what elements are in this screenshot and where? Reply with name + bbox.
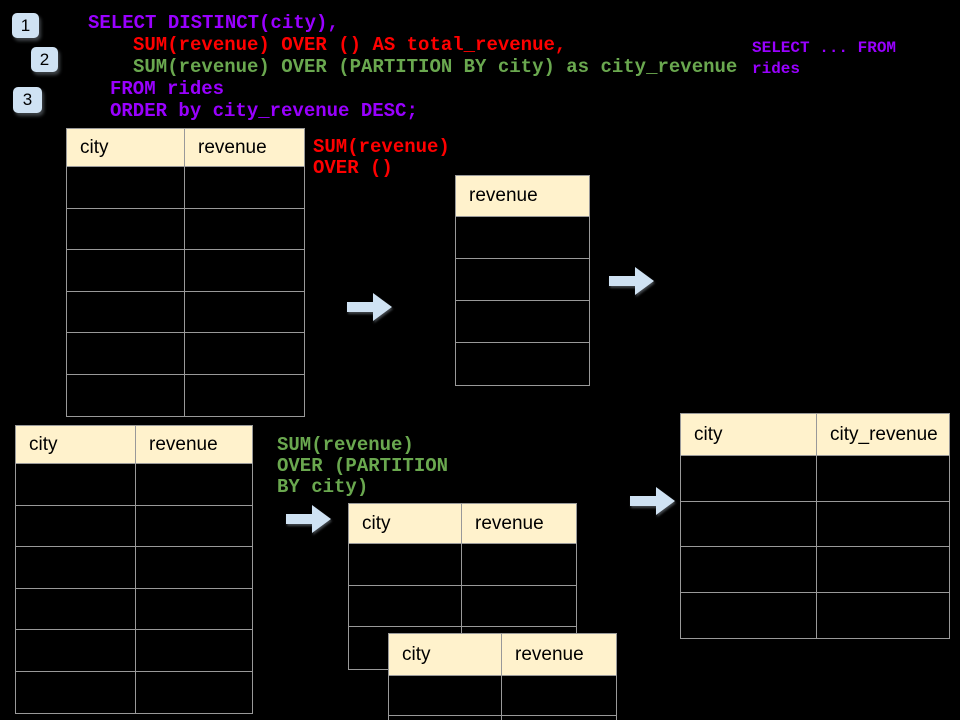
column-header: city	[67, 129, 185, 167]
empty-cell	[681, 501, 817, 547]
empty-cell	[16, 588, 136, 630]
step-badge-2: 2	[31, 47, 58, 72]
empty-cell	[681, 547, 817, 593]
column-header: city	[349, 504, 462, 544]
code-line-city-revenue: SUM(revenue) OVER (PARTITION BY city) as…	[133, 56, 738, 78]
empty-cell	[16, 671, 136, 713]
column-header: revenue	[502, 634, 616, 676]
empty-cell	[185, 333, 304, 375]
empty-cell	[136, 547, 252, 589]
empty-cell	[16, 630, 136, 672]
column-header: city	[681, 414, 817, 456]
empty-cell	[136, 630, 252, 672]
empty-cell	[681, 456, 817, 502]
empty-cell	[817, 593, 949, 639]
step-badge-3: 3	[13, 87, 42, 113]
empty-cell	[462, 586, 576, 627]
empty-cell	[185, 250, 304, 292]
annotation-line: BY city)	[277, 476, 369, 498]
column-header: revenue	[185, 129, 304, 167]
column-header: city	[389, 634, 502, 676]
empty-cell	[67, 208, 185, 250]
empty-cell	[817, 456, 949, 502]
arrow-right-icon	[347, 293, 392, 326]
column-header: city	[16, 426, 136, 464]
column-header: city_revenue	[817, 414, 949, 456]
empty-cell	[185, 292, 304, 333]
empty-cell	[136, 464, 252, 506]
annotation-line: OVER ()	[313, 157, 393, 179]
empty-cell	[67, 333, 185, 375]
column-header: revenue	[136, 426, 252, 464]
empty-cell	[16, 505, 136, 547]
empty-cell	[389, 676, 502, 716]
column-header: revenue	[462, 504, 576, 544]
annotation-line: SUM(revenue)	[313, 136, 450, 158]
empty-cell	[67, 167, 185, 209]
code-line-order-by: ORDER by city_revenue DESC;	[110, 100, 418, 122]
empty-cell	[817, 547, 949, 593]
empty-cell	[502, 716, 616, 720]
empty-cell	[681, 592, 817, 638]
code-line-from: FROM rides	[110, 78, 225, 100]
annotation-line: OVER (PARTITION	[277, 455, 449, 477]
empty-cell	[462, 544, 576, 586]
empty-cell	[817, 502, 949, 547]
arrow-right-icon	[609, 267, 654, 300]
side-note-line: rides	[752, 60, 801, 78]
code-line-select: SELECT DISTINCT(city),	[88, 12, 339, 34]
empty-cell	[456, 259, 589, 301]
column-header: revenue	[456, 176, 589, 217]
empty-cell	[502, 676, 616, 716]
arrow-right-icon	[286, 505, 331, 538]
empty-cell	[456, 343, 589, 385]
empty-cell	[185, 209, 304, 250]
empty-cell	[67, 291, 185, 333]
empty-cell	[136, 589, 252, 630]
empty-cell	[456, 301, 589, 343]
empty-cell	[389, 716, 502, 720]
empty-cell	[456, 217, 589, 259]
empty-cell	[16, 464, 136, 506]
empty-cell	[349, 544, 462, 586]
empty-cell	[185, 375, 304, 417]
code-line-total-revenue: SUM(revenue) OVER () AS total_revenue,	[133, 34, 567, 56]
empty-cell	[136, 672, 252, 714]
empty-cell	[185, 167, 304, 209]
annotation-line: SUM(revenue)	[277, 434, 414, 456]
empty-cell	[67, 250, 185, 292]
empty-cell	[16, 547, 136, 589]
step-badge-1: 1	[12, 13, 39, 38]
empty-cell	[349, 585, 462, 627]
table-revenue-projection: revenue	[455, 175, 590, 386]
empty-cell	[67, 374, 185, 416]
arrow-right-icon	[630, 487, 675, 520]
empty-cell	[136, 506, 252, 547]
side-note-line: SELECT ... FROM	[752, 39, 897, 57]
